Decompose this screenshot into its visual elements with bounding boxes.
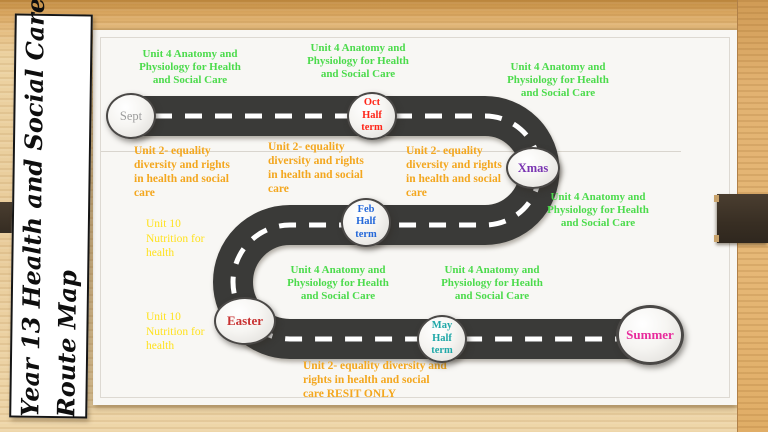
unit4-label-top-middle: Unit 4 Anatomy and Physiology for Health… <box>307 42 409 81</box>
milestone-feb-half-term: Feb Half term <box>341 198 391 247</box>
unit4-label-top-right: Unit 4 Anatomy and Physiology for Health… <box>507 61 609 100</box>
unit4-label-bottom-right: Unit 4 Anatomy and Physiology for Health… <box>441 264 543 303</box>
clamp-pin <box>714 195 719 202</box>
milestone-easter: Easter <box>214 297 276 345</box>
milestone-sept-label: Sept <box>119 108 143 123</box>
milestone-summer: Summer <box>616 305 684 365</box>
unit10-label-upper: Unit 10 Nutrition for health <box>146 218 205 259</box>
milestone-xmas-label: Xmas <box>517 160 549 175</box>
unit4-label-right-middle: Unit 4 Anatomy and Physiology for Health… <box>547 191 649 230</box>
slide-title: Year 13 Health and Social Care Route Map <box>12 0 90 418</box>
unit2-label-middle: Unit 2- equality diversity and rights in… <box>268 141 364 195</box>
milestone-oct-label: Oct Half term <box>361 97 383 134</box>
milestone-xmas: Xmas <box>506 147 560 189</box>
unit2-resit-label: Unit 2- equality diversity and rights in… <box>303 360 447 400</box>
milestone-oct-half-term: Oct Half term <box>347 92 397 140</box>
unit4-label-top-left: Unit 4 Anatomy and Physiology for Health… <box>139 48 241 87</box>
unit2-label-right: Unit 2- equality diversity and rights in… <box>406 145 502 199</box>
left-clamp <box>0 202 13 233</box>
milestone-easter-label: Easter <box>226 313 264 328</box>
milestone-may-label: May Half term <box>431 320 453 357</box>
divider-line <box>101 151 681 152</box>
slide-title-line2: Route Map <box>51 270 83 418</box>
unit2-label-left: Unit 2- equality diversity and rights in… <box>134 145 230 199</box>
milestone-summer-label: Summer <box>626 327 674 342</box>
unit4-label-bottom-left: Unit 4 Anatomy and Physiology for Health… <box>287 264 389 303</box>
milestone-feb-label: Feb Half term <box>355 203 377 240</box>
milestone-may-half-term: May Half term <box>417 315 467 363</box>
slide-title-line1: Year 13 Health and Social Care <box>15 0 51 417</box>
unit10-label-lower: Unit 10 Nutrition for health <box>146 311 205 352</box>
title-panel: Year 13 Health and Social Care Route Map <box>9 0 93 419</box>
right-clamp <box>714 194 768 243</box>
clamp-pin <box>714 235 719 242</box>
milestone-sept: Sept <box>106 93 156 139</box>
